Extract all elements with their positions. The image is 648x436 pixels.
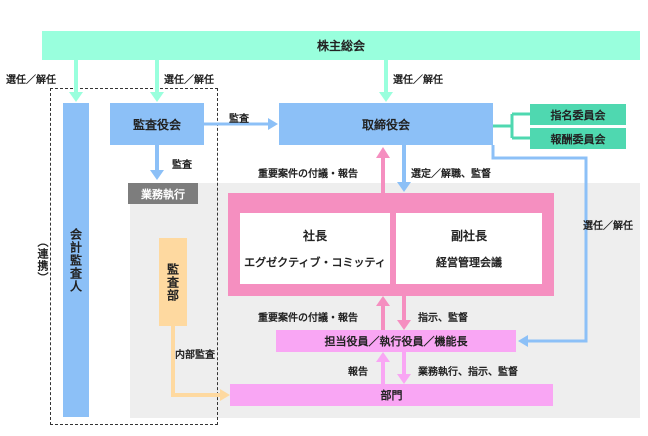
elect-officers-label: 選任／解任: [583, 221, 633, 232]
officers-box: 担当役員／執行役員／機能長: [276, 330, 516, 352]
elect-audit-board-arrow: [150, 60, 164, 102]
audit-board-box: 監査役会: [110, 103, 204, 145]
audit-exec-label: 監査: [172, 160, 192, 171]
accounting-auditor-box: 会計監査人: [63, 103, 89, 417]
elect-board-arrow: [379, 60, 393, 102]
president-label: 社長: [302, 229, 327, 243]
accounting-auditor-label: 会計監査人: [68, 227, 83, 293]
audit-exec-arrow: [150, 145, 164, 180]
coordination-boundary: [50, 88, 218, 425]
vice-president-label: 副社長: [450, 229, 487, 243]
board-of-directors-label: 取締役会: [361, 117, 410, 132]
shareholders-meeting-box: 株主総会: [42, 31, 640, 60]
coordination-label: （連携）: [36, 236, 49, 284]
report-label: 報告: [348, 367, 368, 378]
executive-committee-label: エグゼクティブ・コミッティ: [244, 256, 386, 269]
committee-connector: [493, 112, 530, 140]
nominating-committee-label: 指名委員会: [550, 108, 606, 122]
report-board-label: 重要案件の付議・報告: [258, 169, 358, 180]
elect-board-label: 選任／解任: [393, 75, 443, 86]
departments-box: 部門: [230, 384, 553, 406]
select-supervise-label: 選定／解職、監督: [411, 169, 491, 180]
management-council-label: 経営管理会議: [436, 256, 502, 269]
shareholders-meeting-label: 株主総会: [316, 39, 365, 53]
officers-label: 担当役員／執行役員／機能長: [324, 335, 468, 348]
internal-audit-label: 内部監査: [175, 350, 215, 361]
nominating-committee-box: 指名委員会: [530, 104, 626, 125]
vice-president-box: 副社長 経営管理会議: [396, 213, 542, 284]
report-board-arrow: [376, 147, 390, 193]
report-president-arrow: [376, 296, 390, 330]
internal-audit-arrow: [171, 326, 230, 401]
report-president-label: 重要案件の付議・報告: [258, 313, 358, 324]
audit-arrow: [204, 118, 278, 130]
audit-label: 監査: [229, 114, 249, 125]
compensation-committee-label: 報酬委員会: [550, 132, 606, 146]
business-execution-box: 業務執行: [128, 183, 198, 204]
exec-instruct-arrow: [397, 352, 411, 384]
report-arrow: [376, 352, 390, 384]
elect-audit-board-label: 選任／解任: [164, 75, 214, 86]
select-supervise-arrow: [397, 145, 411, 192]
internal-audit-dept-box: 監査部: [159, 238, 187, 326]
instruct-supervise-arrow: [397, 296, 411, 330]
business-execution-label: 業務執行: [141, 187, 185, 201]
compensation-committee-box: 報酬委員会: [530, 128, 626, 149]
exec-instruct-label: 業務執行、指示、監督: [418, 367, 518, 378]
departments-label: 部門: [380, 389, 403, 402]
elect-auditor-label: 選任／解任: [6, 75, 56, 86]
internal-audit-dept-label: 監査部: [165, 262, 180, 302]
elect-auditor-arrow: [69, 60, 83, 102]
elect-officers-arrow: [491, 145, 588, 347]
coordination-label-box: （連携）: [34, 225, 50, 295]
instruct-supervise-label: 指示、監督: [418, 313, 468, 324]
board-of-directors-box: 取締役会: [279, 103, 493, 145]
president-box: 社長 エグゼクティブ・コミッティ: [240, 213, 390, 284]
audit-board-label: 監査役会: [132, 117, 181, 132]
